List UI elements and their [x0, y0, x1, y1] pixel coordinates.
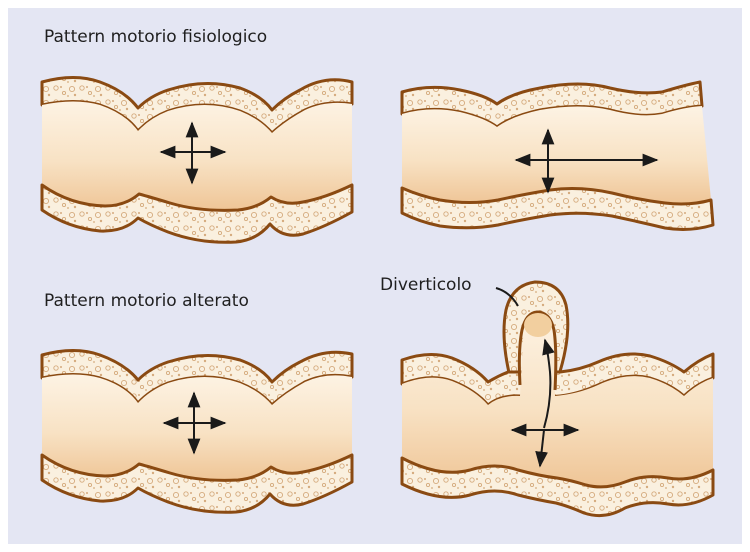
segment-physiological-segmental	[42, 78, 352, 243]
label-altered: Pattern motorio alterato	[44, 291, 249, 311]
segment-physiological-propulsive	[402, 82, 713, 229]
lumen	[42, 102, 352, 211]
segment-altered-segmental	[42, 351, 352, 513]
lumen	[42, 375, 352, 481]
label-diverticulum: Diverticolo	[380, 275, 472, 295]
diverticulum-lumen	[524, 313, 552, 337]
label-physiological: Pattern motorio fisiologico	[44, 27, 267, 47]
